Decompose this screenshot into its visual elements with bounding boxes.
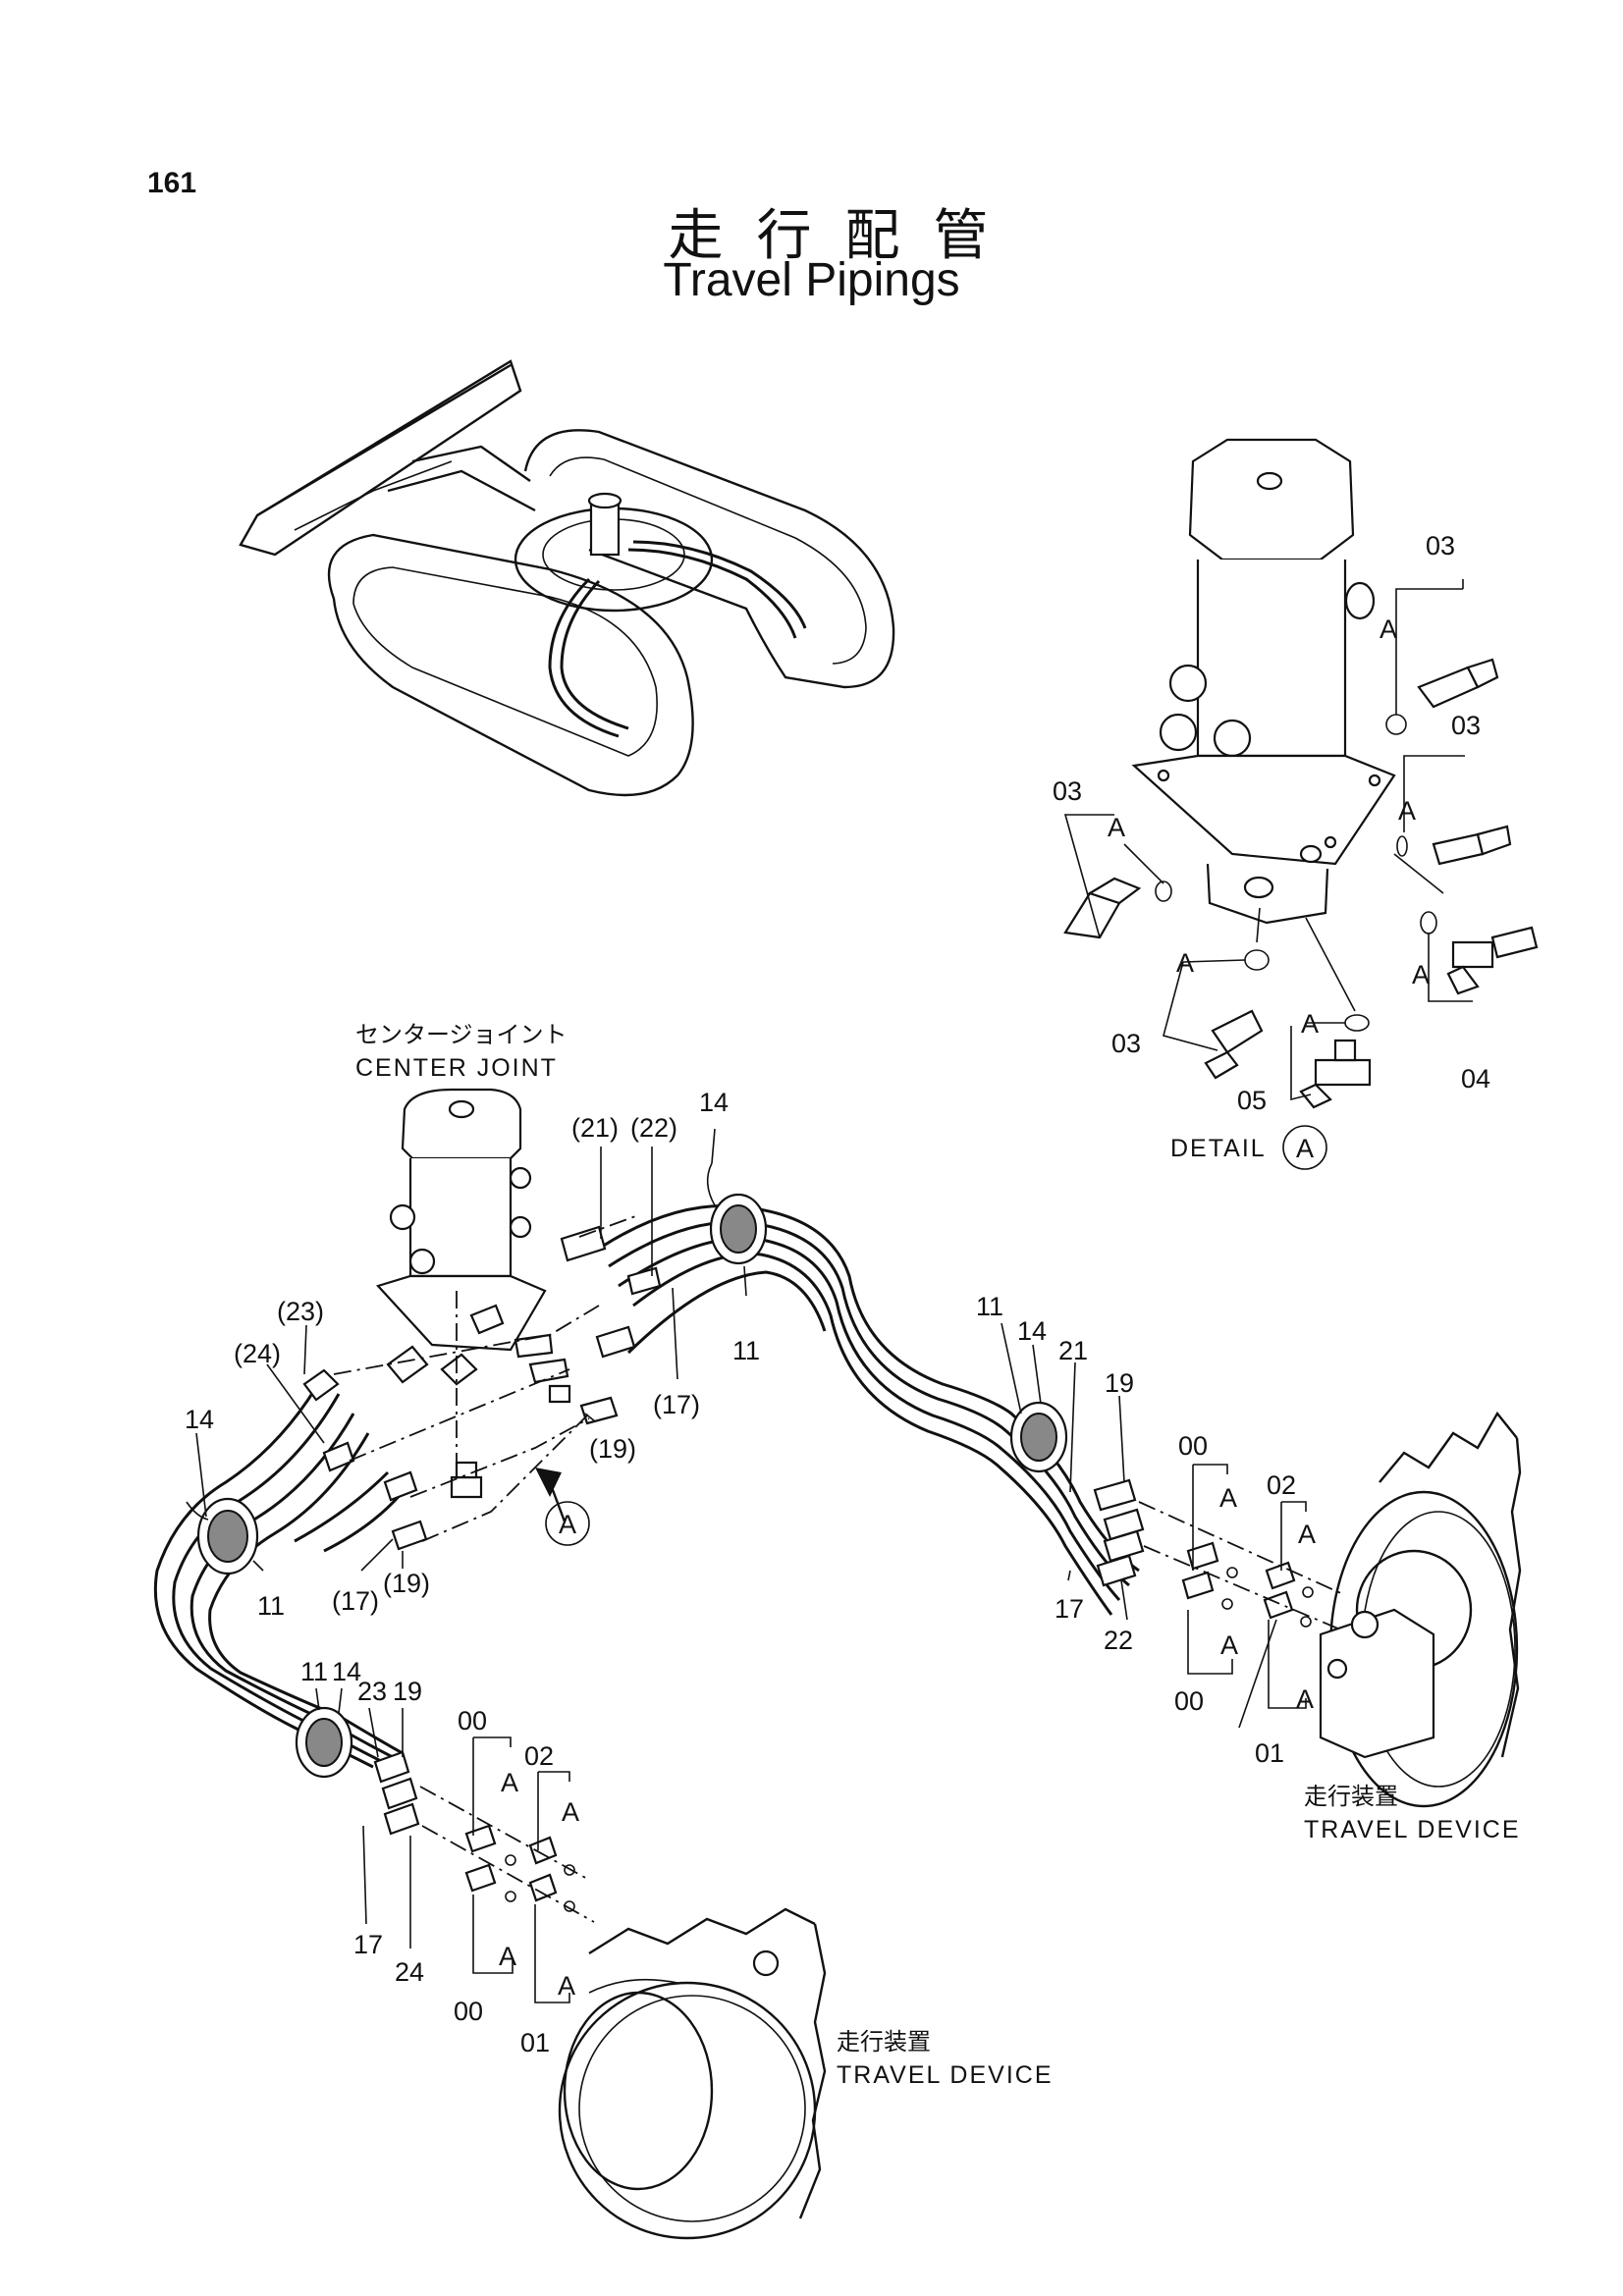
callout: 01 [1255,1738,1284,1768]
callout-leaders [195,1128,1307,2003]
callout: A [1298,1520,1316,1549]
page-number: 161 [147,167,197,199]
left-travel-device-caption-en: TRAVEL DEVICE [837,2061,1054,2089]
callout: (19) [589,1434,636,1464]
callout: 04 [1461,1064,1490,1094]
callout: A [562,1797,579,1827]
right-travel-device-caption-jp: 走行装置 [1304,1783,1398,1810]
callout: A [499,1942,516,1971]
main-piping [153,1088,1346,1923]
callout: 17 [1055,1594,1084,1624]
callout: 14 [1017,1316,1047,1346]
callout: 11 [300,1657,328,1686]
callout: 00 [1174,1686,1204,1716]
callout: (17) [653,1390,700,1419]
callout: A [1301,1009,1319,1039]
center-joint-caption-en: CENTER JOINT [355,1054,558,1082]
callout: 02 [1267,1470,1296,1500]
callout: 24 [395,1957,424,1987]
undercarriage-overview [239,359,895,797]
callout: A [1412,960,1430,989]
callout: (24) [234,1339,281,1368]
detail-marker: A [1296,1134,1314,1163]
callout: 03 [1426,531,1455,561]
callout: 14 [332,1657,361,1686]
callout: A [1176,948,1194,978]
callout: A [1108,813,1125,842]
callout: 02 [524,1741,554,1771]
callout: 21 [1058,1336,1088,1365]
page-title-japanese: 走行配管 [668,204,1022,268]
callout: 05 [1237,1086,1267,1115]
callout: A [1220,1630,1238,1660]
callout: 17 [353,1930,383,1959]
callout: 22 [1104,1626,1133,1655]
callout: A [1219,1483,1237,1513]
callout: 19 [1105,1368,1134,1398]
callout: A [558,1971,575,2001]
callout: A [1380,614,1397,644]
page-title-english: Travel Pipings [663,254,960,306]
center-joint-caption-jp: センタージョイント [355,1021,568,1048]
callout: 11 [257,1591,285,1621]
detail-caption: DETAIL [1170,1135,1267,1162]
callout: A [1398,796,1416,826]
callout: A [1296,1684,1314,1714]
callout: 19 [393,1677,422,1706]
callout: 01 [520,2028,550,2057]
callout: (17) [332,1586,379,1616]
detail-a-marker: A [559,1510,576,1539]
callout: 14 [185,1405,214,1434]
callout: 11 [732,1336,760,1365]
callout: 11 [976,1292,1003,1321]
right-travel-device [1319,1411,1522,1808]
left-travel-device-caption-jp: 走行装置 [837,2028,931,2056]
callout: 00 [458,1706,487,1735]
right-travel-device-caption-en: TRAVEL DEVICE [1304,1816,1521,1843]
callout: 03 [1053,776,1082,806]
callout: 23 [357,1677,387,1706]
detail-a-center-joint [1063,438,1539,1170]
labels: 03 A 03 A 03 A A 04 A 03 A 05 DETAIL A セ… [185,531,1521,2089]
left-travel-device [558,1907,827,2240]
callout: (19) [383,1569,430,1598]
callout: 03 [1111,1029,1141,1058]
callout: 03 [1451,711,1481,740]
callout: 00 [1178,1431,1208,1461]
callout: (22) [630,1113,677,1143]
callout: 14 [699,1088,729,1117]
callout: (23) [277,1297,324,1326]
callout: (21) [571,1113,619,1143]
callout: A [501,1768,518,1797]
callout: 00 [454,1997,483,2026]
